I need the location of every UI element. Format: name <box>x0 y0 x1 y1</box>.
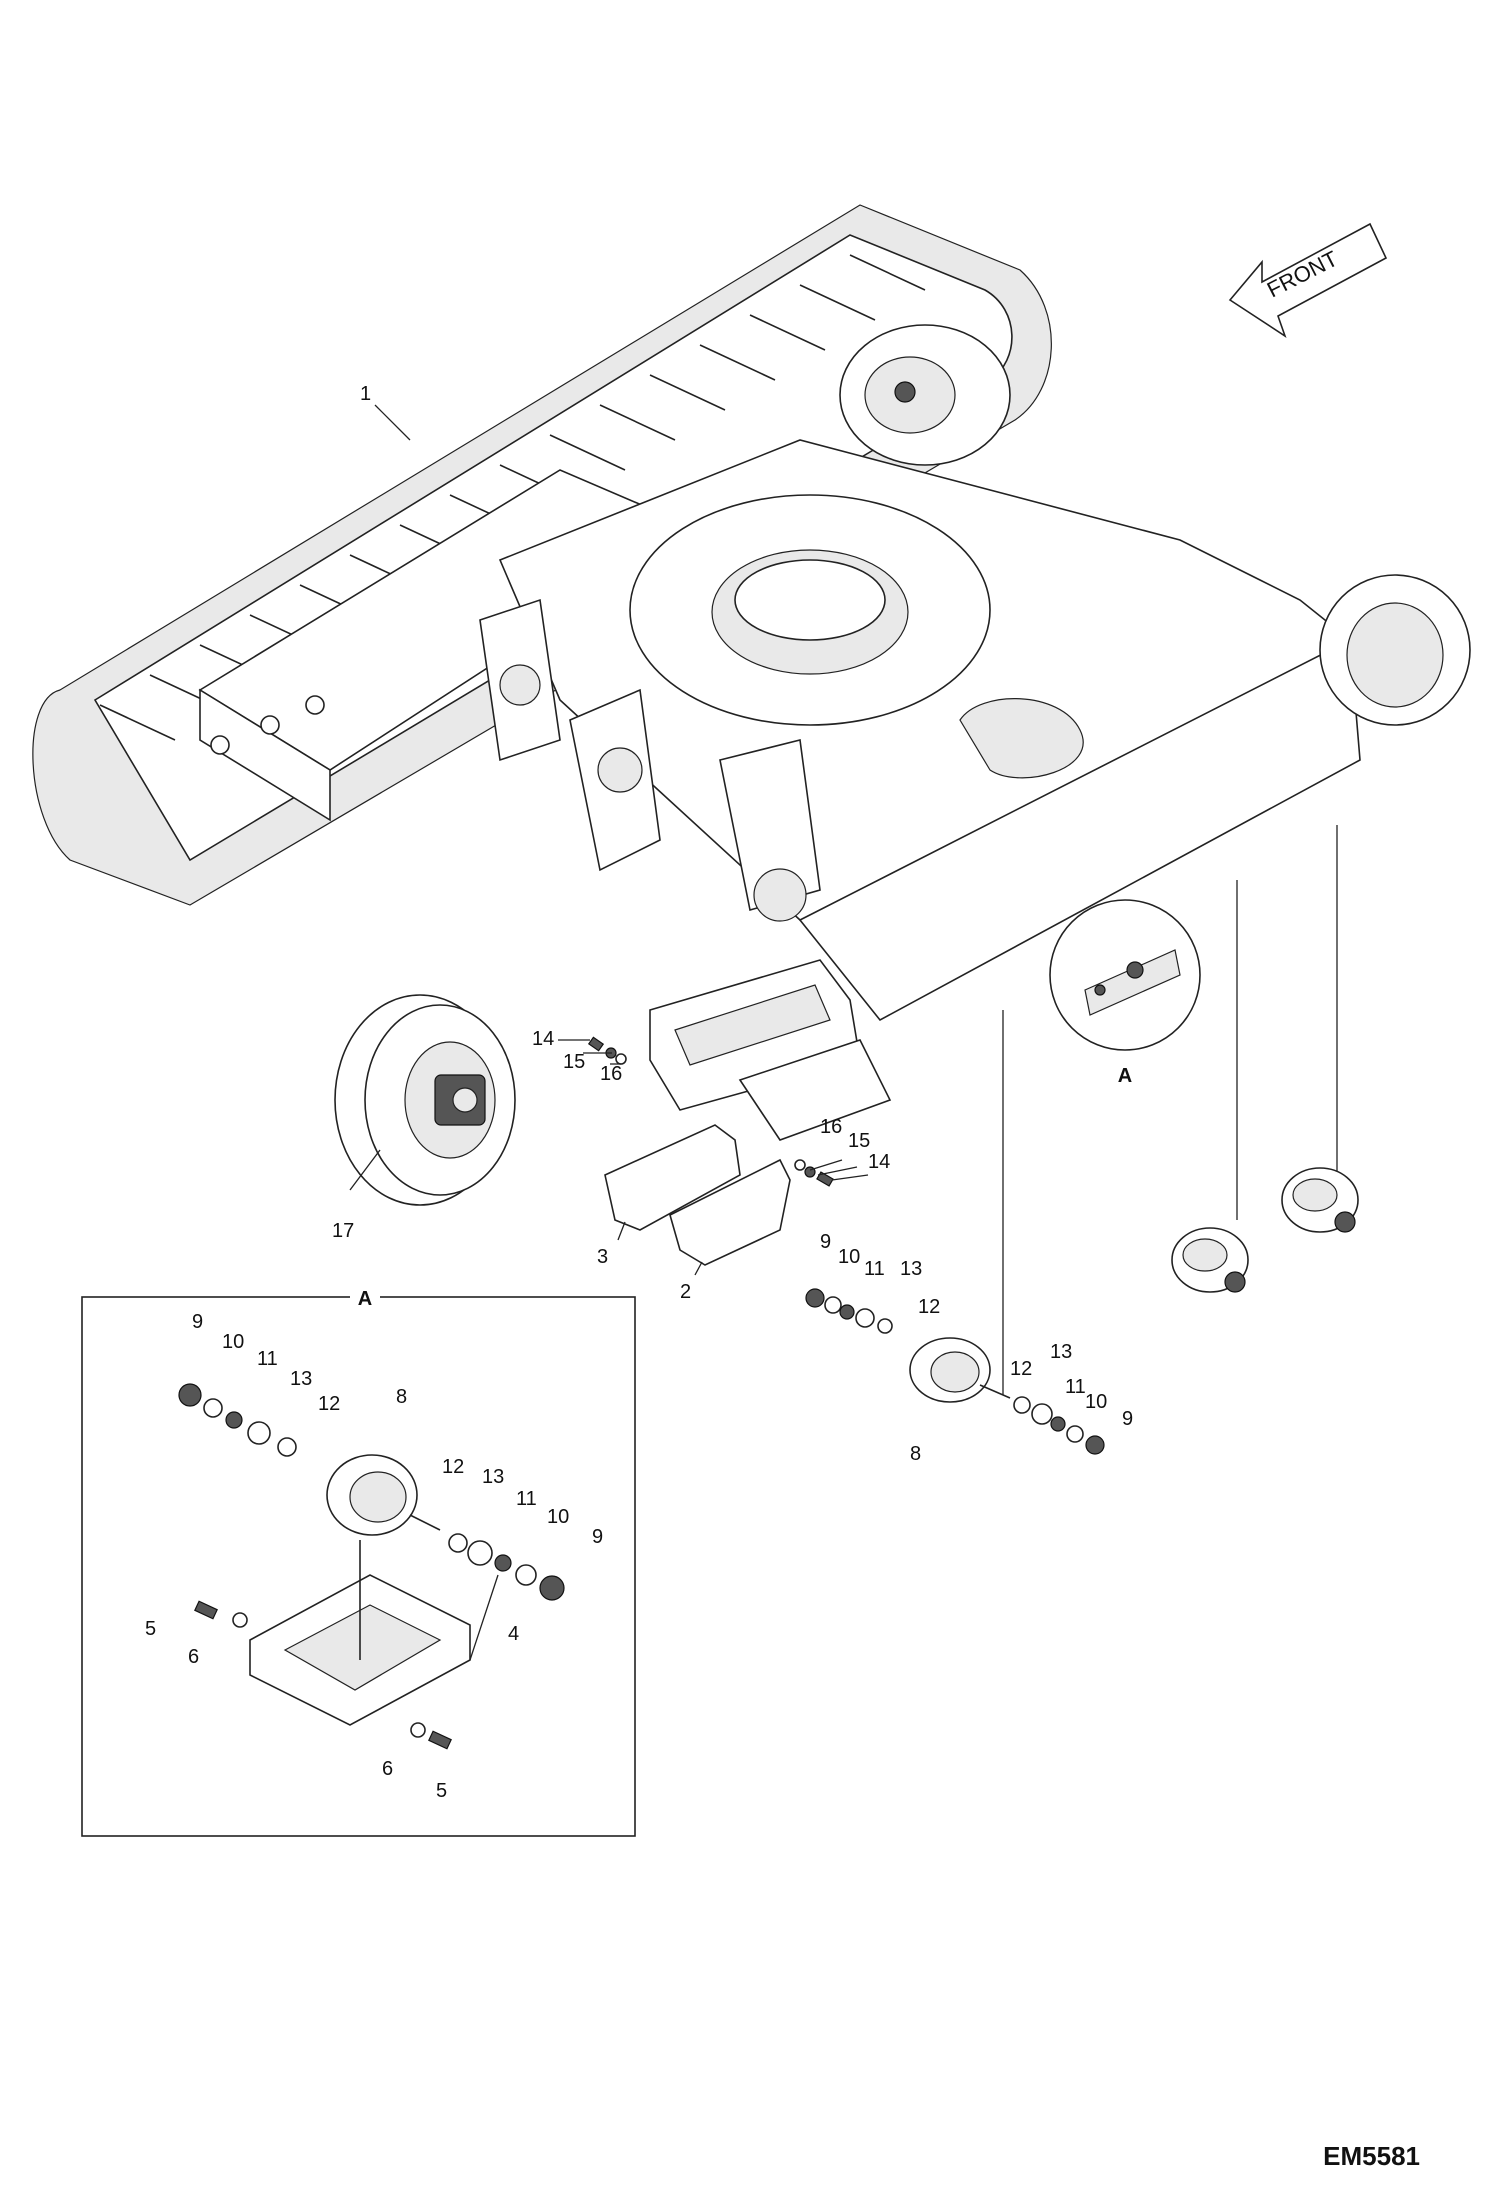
callout-washer-10-detail-right: 10 <box>547 1506 569 1528</box>
callout-shim-13-detail-left: 13 <box>290 1368 312 1390</box>
hardware-upper <box>587 1036 627 1065</box>
track-roller-right-2 <box>1171 1227 1249 1293</box>
callout-washer-detail-right: 6 <box>382 1758 393 1780</box>
callout-washer-15-lower: 15 <box>848 1130 870 1152</box>
track-roller-right-1 <box>1281 1167 1359 1233</box>
callout-shim-12-main-right: 12 <box>1010 1358 1032 1380</box>
track-tensioner-front <box>649 959 892 1141</box>
drawing-number: EM5581 <box>1323 2141 1420 2171</box>
callout-bolt-detail-left: 5 <box>145 1618 156 1640</box>
undercarriage-frame <box>198 439 1471 1022</box>
callout-washer-16-lower: 16 <box>820 1116 842 1138</box>
callout-shim-13-main-right: 13 <box>1050 1341 1072 1363</box>
track-guards <box>604 1124 791 1266</box>
callout-shim-12-main-left: 12 <box>918 1296 940 1318</box>
detail-a-marker: A <box>1118 1065 1132 1087</box>
callout-roller-main: 8 <box>910 1443 921 1465</box>
callout-track-guard-rear: 3 <box>597 1246 608 1268</box>
callout-nut-main-right: 9 <box>1122 1408 1133 1430</box>
callout-washer-11-main-right: 11 <box>1065 1376 1086 1398</box>
callout-washer-10-detail-left: 10 <box>222 1331 244 1353</box>
hardware-lower <box>794 1159 834 1187</box>
callout-washer-15-upper: 15 <box>563 1051 585 1073</box>
callout-shim-12-detail-right: 12 <box>442 1456 464 1478</box>
callout-washer-11-main-left: 11 <box>864 1258 885 1280</box>
idler-wheel <box>334 994 516 1206</box>
callout-roller-detail: 8 <box>396 1386 407 1408</box>
callout-washer-11-detail-left: 11 <box>257 1348 278 1370</box>
callout-washer-11-detail-right: 11 <box>516 1488 537 1510</box>
callout-washer-10-main-left: 10 <box>838 1246 860 1268</box>
callout-idler-wheel: 17 <box>332 1220 354 1242</box>
callout-nut-main-left: 9 <box>820 1231 831 1253</box>
leader-lines <box>349 404 869 1661</box>
callout-nut-detail-left: 9 <box>192 1311 203 1333</box>
detail-a-box: A <box>81 1285 636 1837</box>
detail-a-title: A <box>358 1288 372 1310</box>
callout-shim-13-main-left: 13 <box>900 1258 922 1280</box>
callout-nut-detail-right: 9 <box>592 1526 603 1548</box>
callout-washer-10-main-right: 10 <box>1085 1391 1107 1413</box>
callout-shim-13-detail-right: 13 <box>482 1466 504 1488</box>
callout-bolt-14-lower: 14 <box>868 1151 890 1173</box>
front-arrow-icon: FRONT <box>1228 222 1388 338</box>
callout-track: 1 <box>360 383 371 405</box>
exploded-roller-main <box>805 1288 1105 1455</box>
callout-bolt-detail-right: 5 <box>436 1780 447 1802</box>
callout-washer-detail-left: 6 <box>188 1646 199 1668</box>
callout-washer-16-upper: 16 <box>600 1063 622 1085</box>
callout-roller-bracket: 4 <box>508 1623 519 1645</box>
detail-a-reference: A <box>1049 899 1201 1087</box>
callout-bolt-14-upper: 14 <box>532 1028 554 1050</box>
callout-track-guard-front: 2 <box>680 1281 691 1303</box>
callout-shim-12-detail-left: 12 <box>318 1393 340 1415</box>
callout-labels: 1 14 15 16 16 15 14 17 3 2 9 10 11 13 12… <box>145 383 1133 1802</box>
